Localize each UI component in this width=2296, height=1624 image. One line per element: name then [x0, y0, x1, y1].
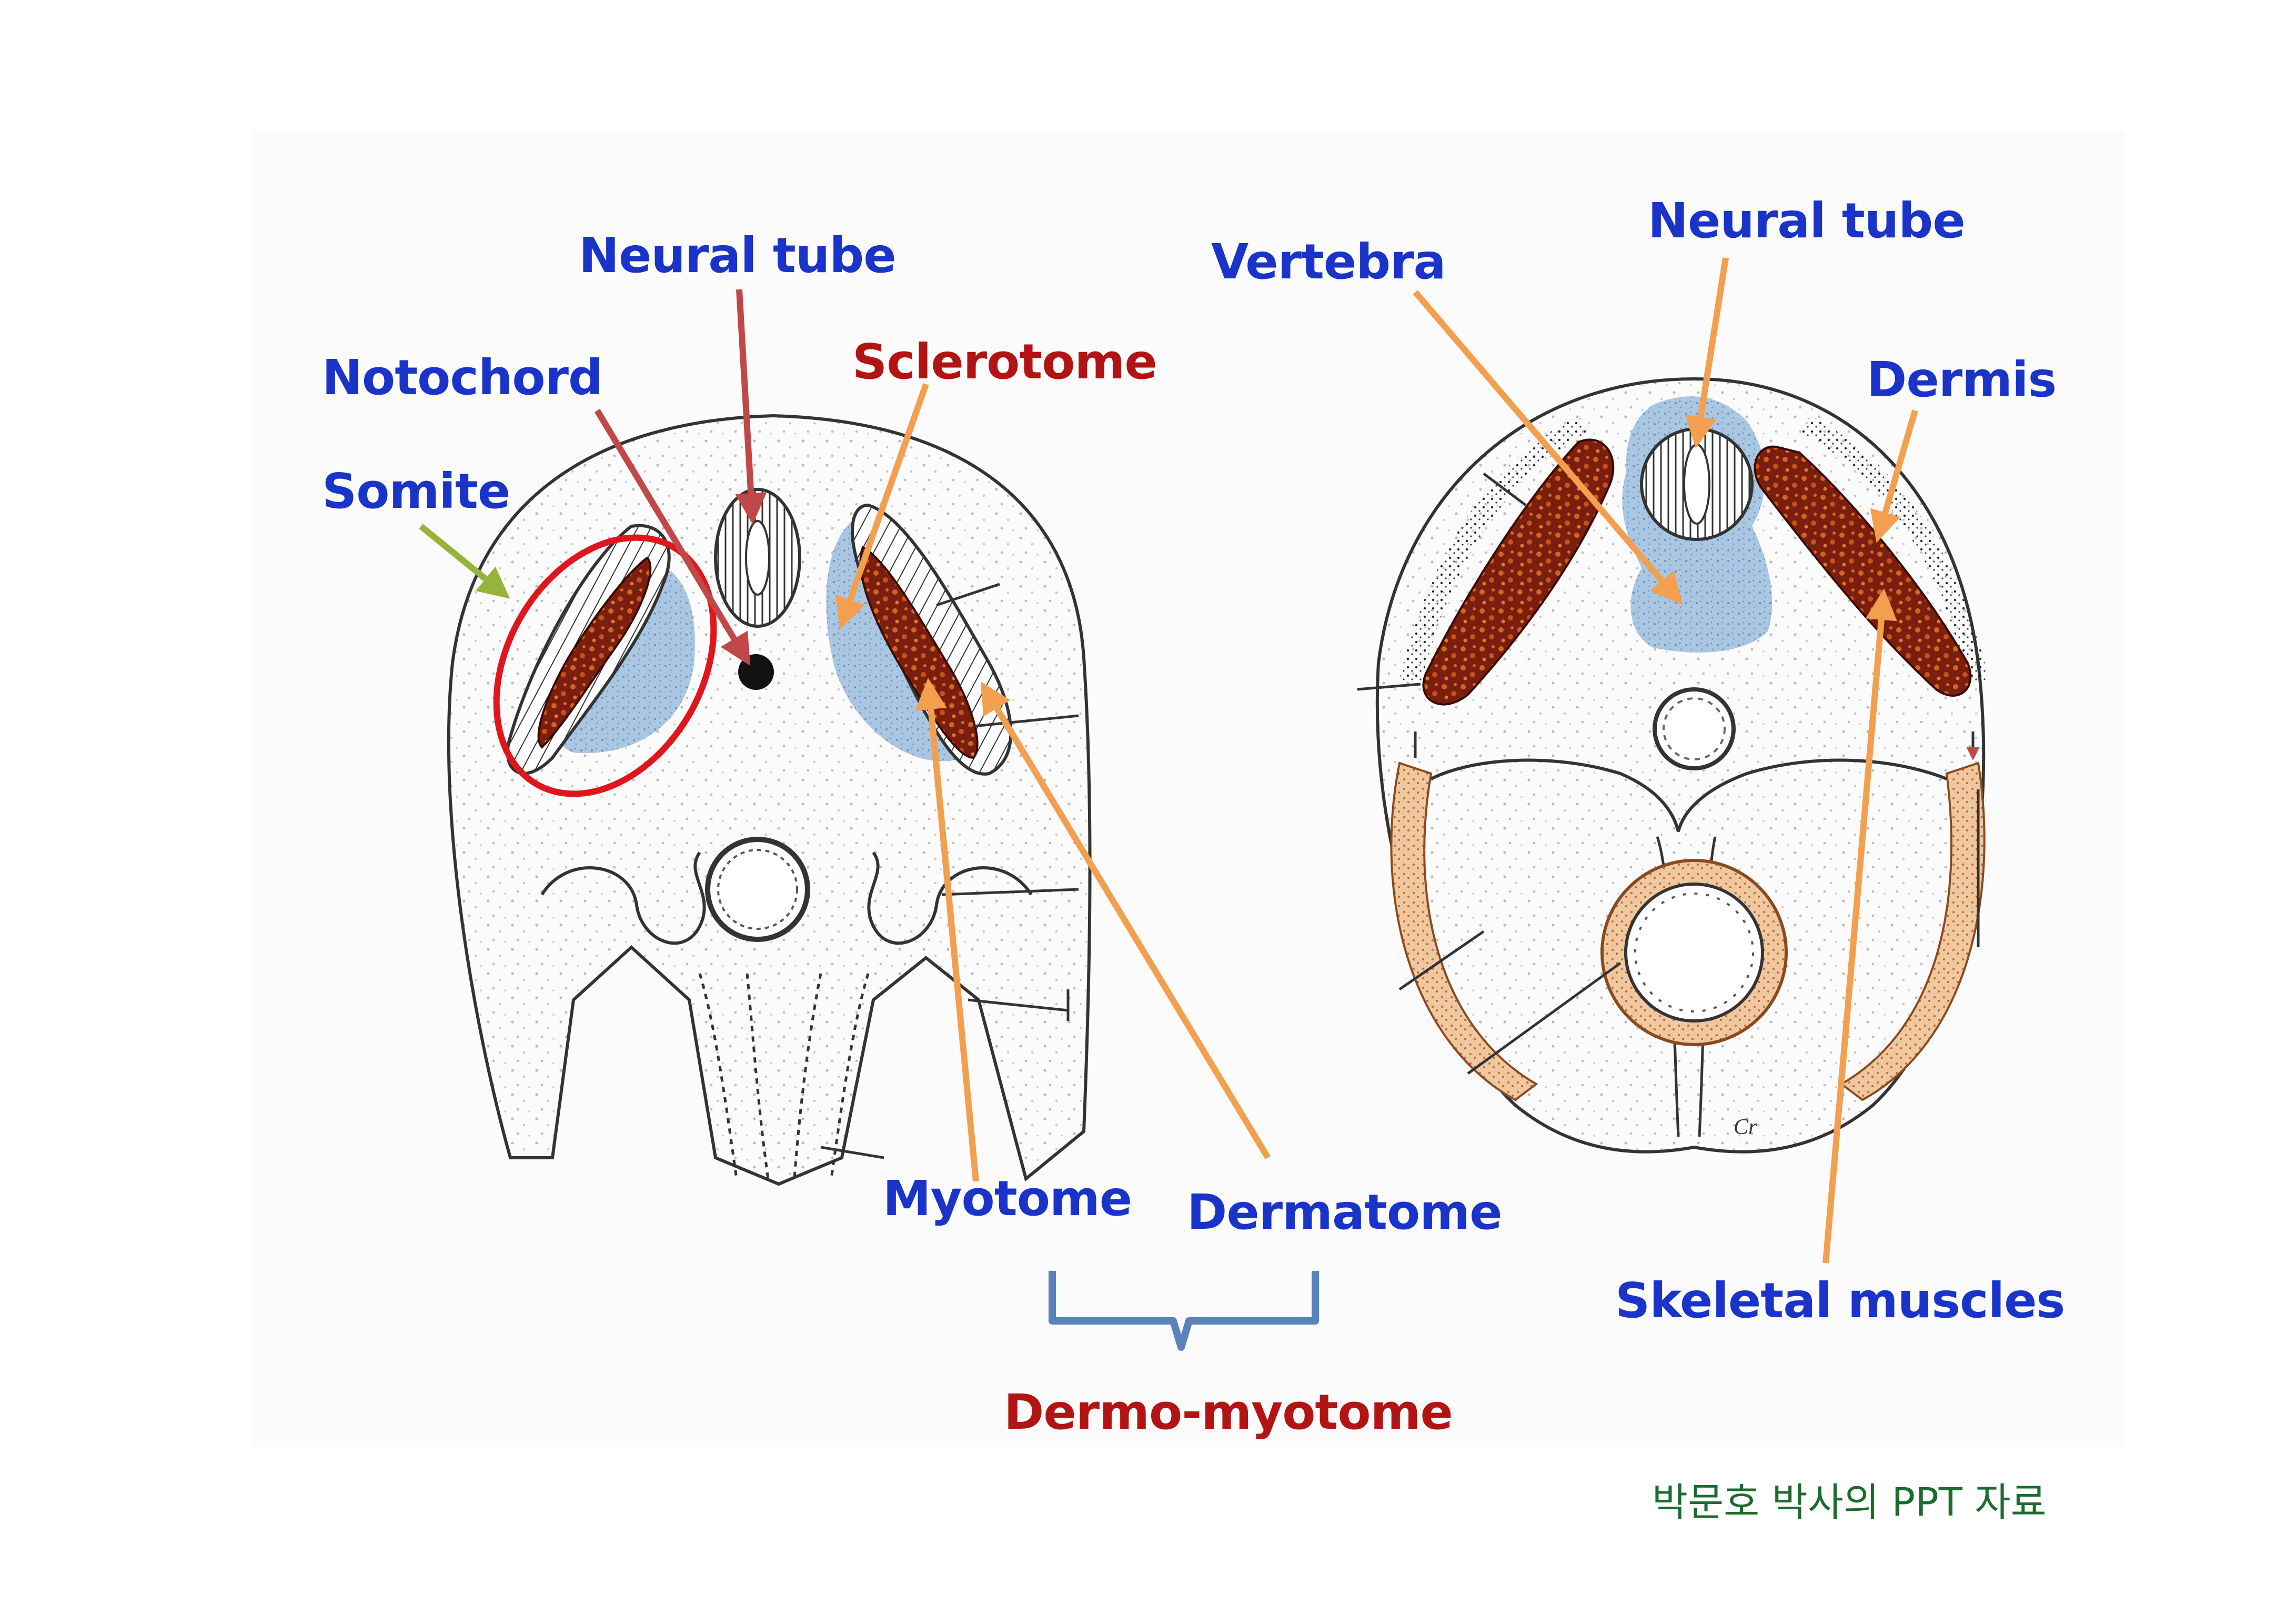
arrow-myotome	[915, 678, 979, 1182]
left-aorta-ring	[705, 837, 810, 942]
arrow-neural-tube-right	[1685, 257, 1729, 448]
label-dermis: Dermis	[1867, 352, 2057, 408]
right-body-wall-right	[1839, 761, 1986, 1101]
left-leader-lines	[820, 583, 1079, 1159]
right-dermis-right	[1799, 416, 1989, 684]
label-neural-tube-left: Neural tube	[579, 227, 897, 284]
arrow-somite	[419, 524, 510, 599]
left-gut-folds-right	[867, 851, 1033, 945]
label-neural-tube-right: Neural tube	[1648, 193, 1966, 249]
right-down-arrows	[1414, 731, 1973, 758]
right-dermis-left	[1399, 416, 1589, 684]
somite-highlight-circle	[493, 534, 717, 797]
left-neural-canal	[745, 520, 770, 596]
label-dermo-myotome: Dermo-myotome	[1004, 1384, 1453, 1440]
label-somite: Somite	[322, 463, 510, 519]
left-aorta-inner	[717, 849, 798, 930]
left-endoderm-tubes	[698, 973, 870, 1179]
source-credit: 박문호 박사의 PPT 자료	[1652, 1480, 2047, 1525]
right-muscle-right	[1754, 445, 1972, 697]
arrow-skeletal-muscles	[1822, 588, 1897, 1264]
label-myotome: Myotome	[883, 1170, 1132, 1227]
right-leader-lines	[1357, 473, 1980, 1075]
dermo-myotome-bracket	[1049, 1271, 1319, 1351]
label-sclerotome: Sclerotome	[852, 334, 1157, 390]
right-notochord	[1653, 687, 1736, 770]
arrow-dermatome	[980, 681, 1271, 1160]
right-neural-canal	[1683, 444, 1710, 525]
right-body-wall-left	[1390, 761, 1538, 1101]
left-myotome-muscle	[537, 556, 652, 749]
annotation-arrows	[419, 257, 1918, 1264]
right-artist-mark: Cr	[1734, 1115, 1757, 1139]
label-notochord: Notochord	[322, 349, 603, 406]
right-muscle-left	[1422, 438, 1615, 706]
arrow-vertebra	[1413, 290, 1683, 605]
right-gut-lining	[1634, 893, 1754, 1013]
right-coelom-outline	[1430, 758, 1948, 832]
right-gut-inner	[1624, 883, 1764, 1022]
arrow-sclerotome	[835, 383, 929, 630]
label-dermatome: Dermatome	[1187, 1184, 1503, 1240]
arrow-dermis	[1870, 409, 1918, 543]
right-notochord-inner	[1663, 697, 1726, 760]
right-myotome-muscle	[859, 546, 979, 759]
arrow-neural-tube-left	[735, 289, 767, 525]
left-embryo	[447, 414, 1092, 1186]
label-skeletal-muscles: Skeletal muscles	[1615, 1272, 2065, 1329]
arrow-notochord	[594, 408, 751, 666]
label-vertebra: Vertebra	[1211, 234, 1446, 290]
right-embryo: Cr	[1357, 377, 1989, 1154]
left-gut-folds	[540, 851, 706, 945]
